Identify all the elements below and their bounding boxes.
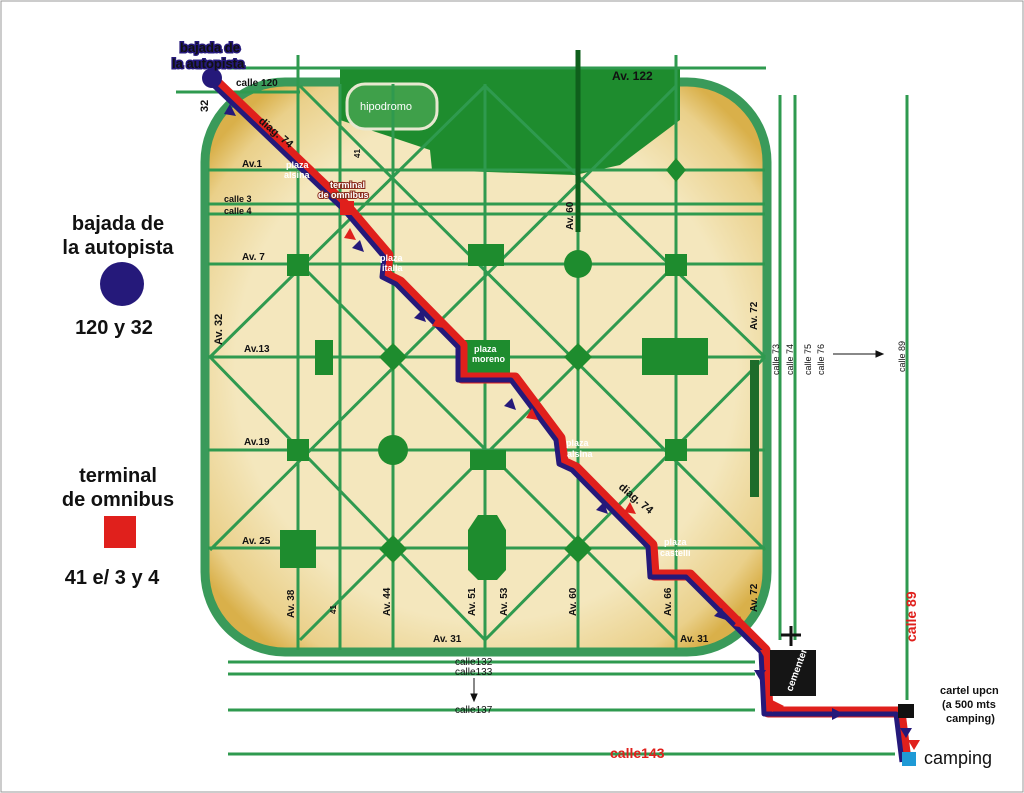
start-label-1: bajada de <box>180 40 240 55</box>
plazas <box>280 158 708 580</box>
legend-terminal-icon <box>104 516 136 548</box>
cross-icon <box>781 626 801 646</box>
route-blue <box>206 78 905 763</box>
label-av32: Av. 32 <box>213 314 225 345</box>
plaza-alsina-line1: plaza <box>566 438 590 448</box>
plaza-castelli-line1: plaza <box>664 537 688 547</box>
start-label-2: la autopista <box>172 56 245 71</box>
cartel-labels: cartel upcn (a 500 mts camping) <box>940 685 999 725</box>
outer-streets <box>228 95 909 756</box>
label-av7: Av. 7 <box>242 252 265 263</box>
cartel-line3: camping) <box>946 713 995 725</box>
label-calle133: calle133 <box>455 667 493 678</box>
cartel-line1: cartel upcn <box>940 685 999 697</box>
label-calle4: calle 4 <box>224 206 252 216</box>
label-41-bottom: 41 <box>329 605 338 614</box>
label-calle32: 32 <box>199 100 211 112</box>
label-av1: Av.1 <box>242 159 262 170</box>
label-41-top: 41 <box>353 149 362 158</box>
pointer-arrows <box>470 350 885 703</box>
label-av53: Av. 53 <box>499 587 510 616</box>
legend-autopista-line1: bajada de <box>72 213 164 235</box>
plaza-italia-line1: plaza <box>380 253 404 263</box>
label-calle89-small: calle 89 <box>897 341 907 372</box>
autopista-marker <box>202 68 222 88</box>
terminal-map-line2: de omnibus <box>318 190 369 200</box>
label-calle73: calle 73 <box>771 344 781 375</box>
label-av60: Av. 60 <box>568 587 579 616</box>
legend-autopista-line2: la autopista <box>62 237 174 259</box>
label-calle137: calle137 <box>455 705 493 716</box>
route-red <box>208 74 912 761</box>
plaza-moreno-line2: moreno <box>472 354 506 364</box>
plaza-castelli-line2: castelli <box>660 548 691 558</box>
label-av72: Av. 72 <box>749 301 760 330</box>
cartel-line2: (a 500 mts <box>942 699 996 711</box>
route-arrows-red <box>344 228 920 750</box>
label-av44: Av. 44 <box>382 587 393 616</box>
av72-park <box>750 360 759 497</box>
terminal-labels: terminal de omnibus <box>317 179 370 201</box>
terminal-map-line1: terminal <box>330 180 365 190</box>
label-av13: Av.13 <box>244 344 270 355</box>
cartel-marker <box>898 704 914 718</box>
legend: bajada de la autopista 120 y 32 terminal… <box>62 213 175 589</box>
outer-street-labels: calle 73 calle 74 calle 75 calle 76 call… <box>455 341 907 716</box>
camping-label: camping <box>924 748 992 768</box>
label-calle74: calle 74 <box>785 344 795 375</box>
label-calle75: calle 75 <box>803 344 813 375</box>
terminal-marker <box>340 201 354 215</box>
plaza-italia-line2: italia <box>382 263 404 273</box>
plaza-alsina-line2: alsina <box>567 449 594 459</box>
legend-autopista-icon <box>100 262 144 306</box>
label-calle120: calle 120 <box>236 78 278 89</box>
label-calle76: calle 76 <box>816 344 826 375</box>
label-av72-bottom: Av. 72 <box>749 583 760 612</box>
label-av66: Av. 66 <box>663 587 674 616</box>
cementerio-block <box>770 650 816 696</box>
plaza-moreno-line1: plaza <box>474 344 498 354</box>
plaza-labels: plaza alsina plaza italia plaza moreno p… <box>284 160 691 558</box>
label-calle89-big: calle 89 <box>903 591 919 642</box>
legend-autopista-addr: 120 y 32 <box>75 317 153 339</box>
label-hipodromo: hipodromo <box>360 101 412 113</box>
legend-terminal-line1: terminal <box>79 465 157 487</box>
label-av60-top: Av. 60 <box>565 201 576 230</box>
route-arrows <box>224 104 912 738</box>
label-calle143: calle143 <box>610 745 665 761</box>
plaza-alsina-top-line1: plaza <box>286 160 310 170</box>
label-av25: Av. 25 <box>242 536 271 547</box>
label-av31-right: Av. 31 <box>680 634 709 645</box>
label-calle3: calle 3 <box>224 194 252 204</box>
label-av31-left: Av. 31 <box>433 634 462 645</box>
legend-terminal-addr: 41 e/ 3 y 4 <box>65 567 160 589</box>
label-av19: Av.19 <box>244 437 270 448</box>
label-av38: Av. 38 <box>286 589 297 618</box>
legend-terminal-line2: de omnibus <box>62 489 174 511</box>
camping-marker <box>902 752 916 766</box>
label-av51: Av. 51 <box>467 587 478 616</box>
label-av122: Av. 122 <box>612 69 653 83</box>
label-calle132: calle132 <box>455 657 493 668</box>
plaza-alsina-top-line2: alsina <box>284 170 311 180</box>
